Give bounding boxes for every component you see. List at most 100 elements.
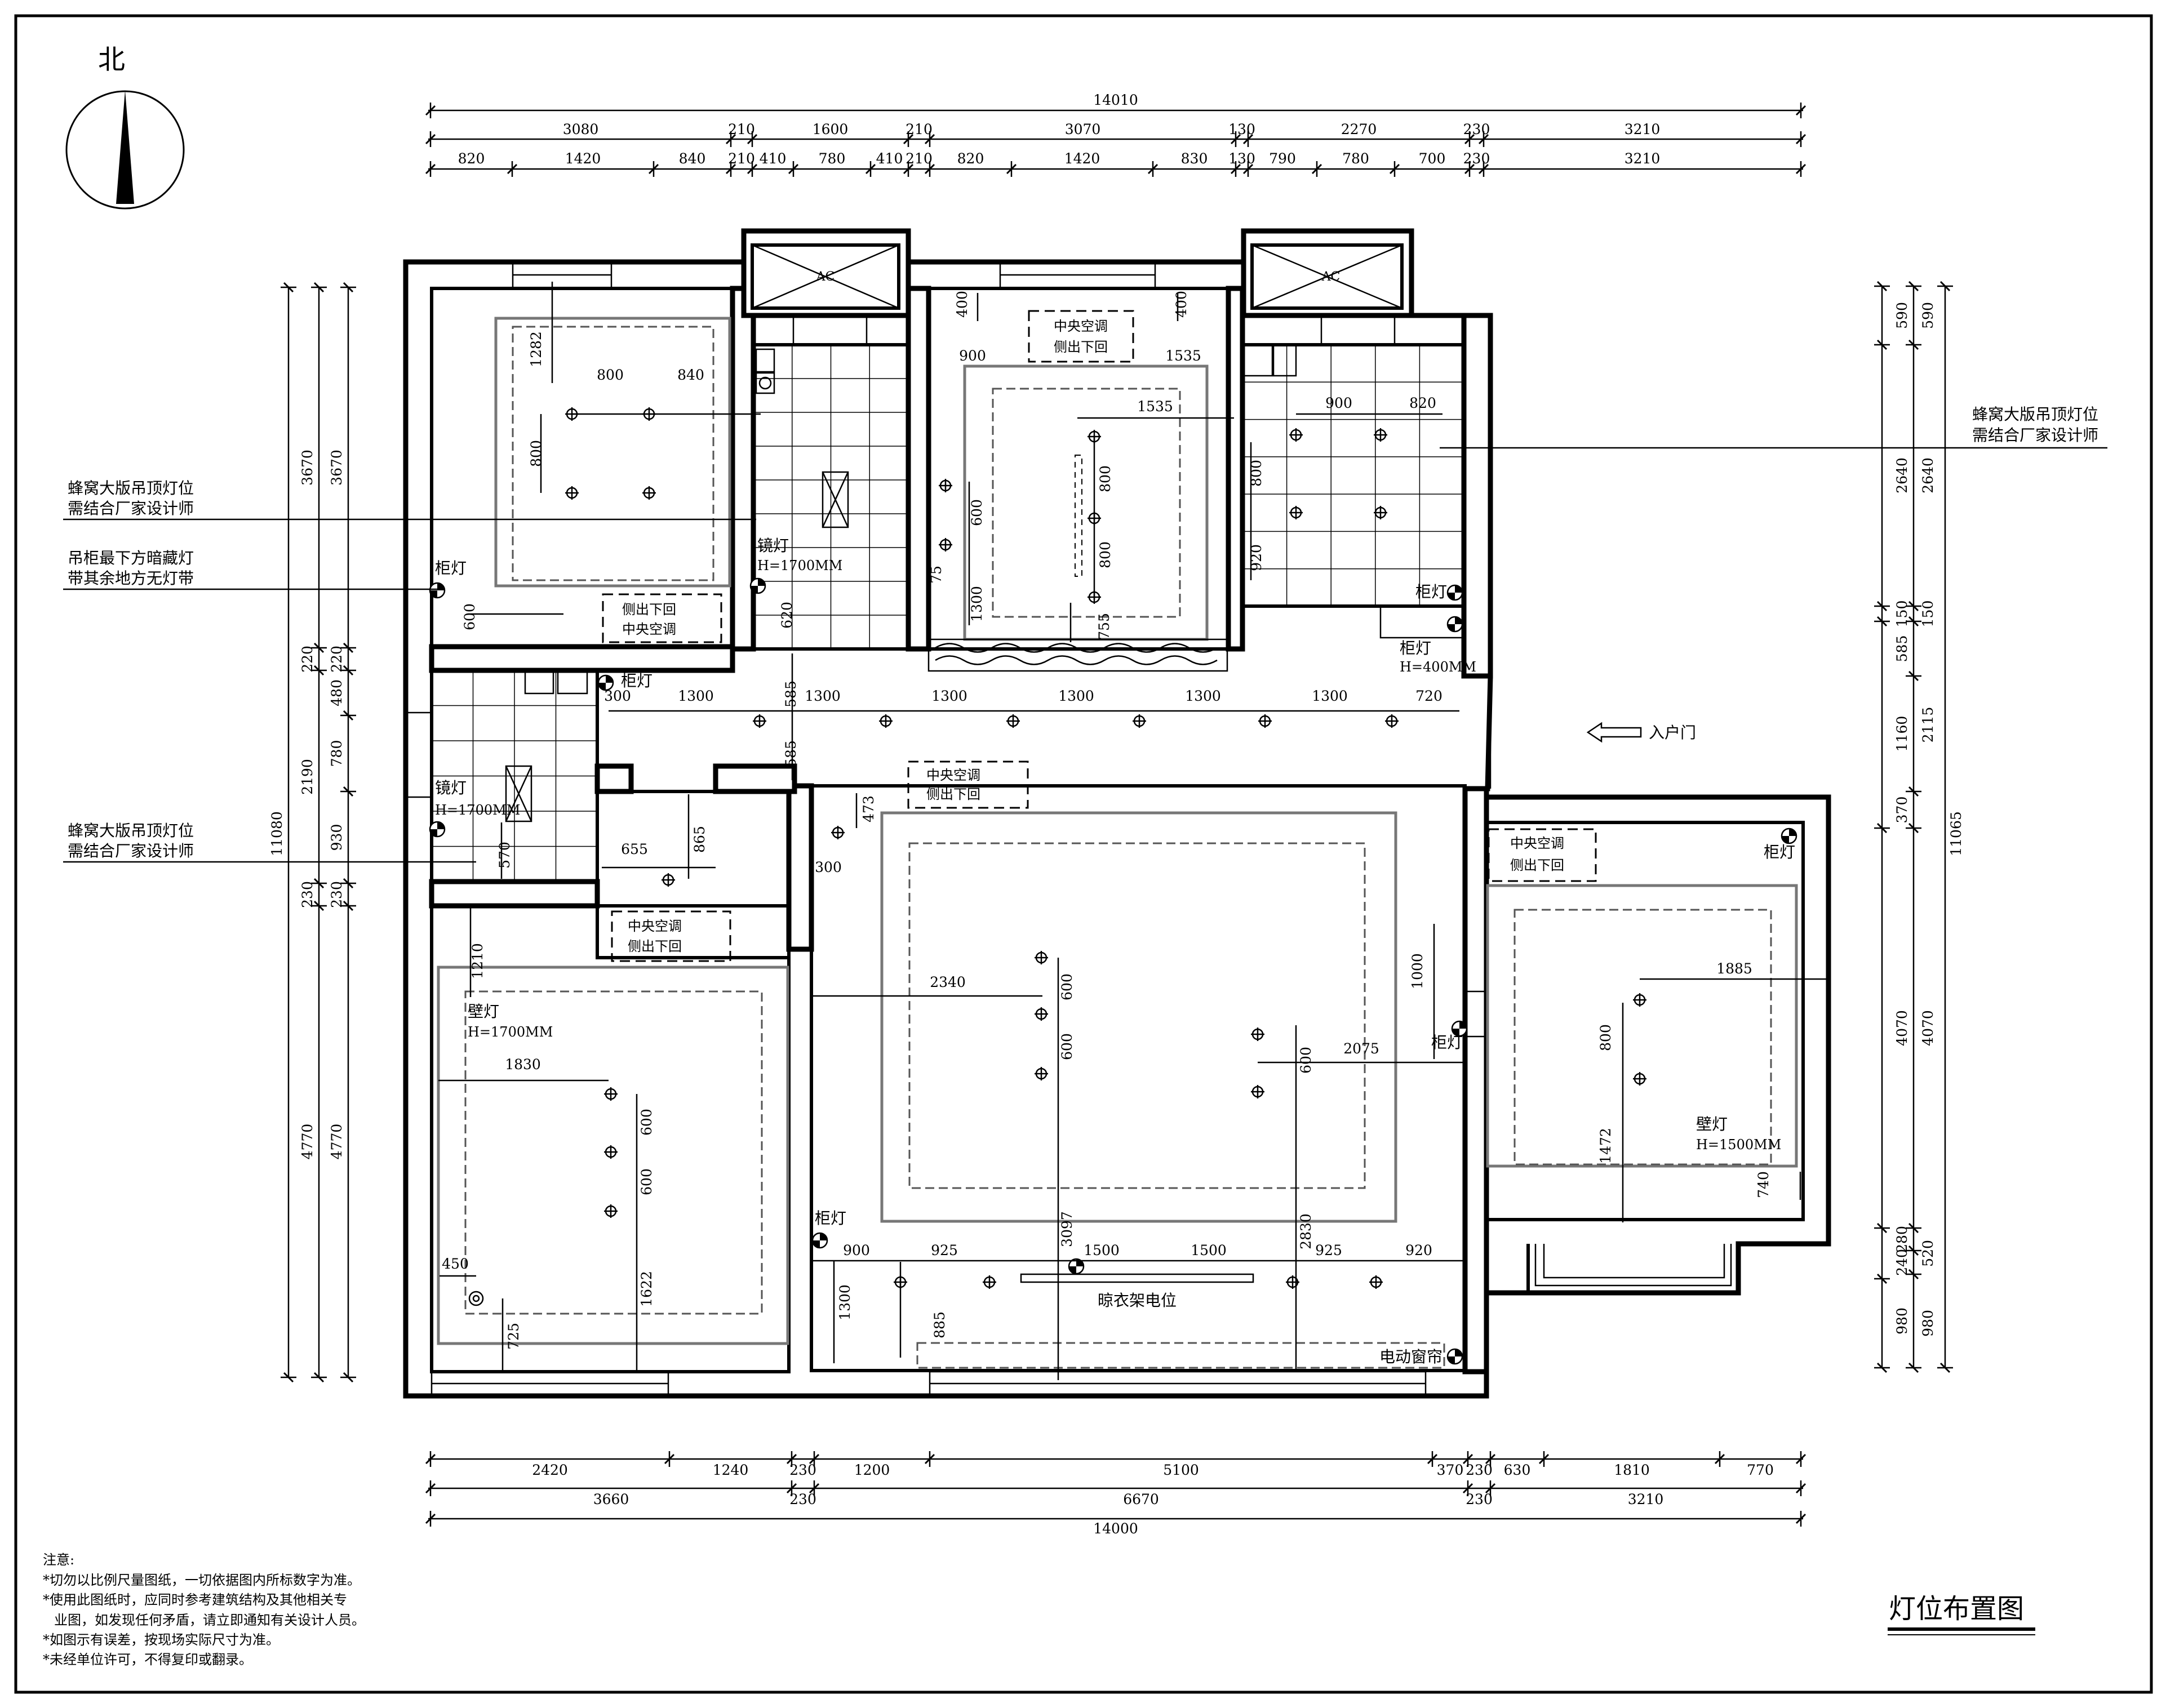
- dimension-text: 600: [1298, 1047, 1314, 1074]
- dimension-text: 230: [789, 1462, 816, 1478]
- dimension-text: 130: [1228, 150, 1255, 167]
- dimension-text: 840: [677, 367, 704, 383]
- dimension-text: 780: [819, 150, 846, 167]
- central-ac-box-right: 中央空调 侧出下回: [1488, 828, 1597, 882]
- dimension-text: 780: [1342, 150, 1369, 167]
- dimension-text: 400: [1173, 291, 1189, 318]
- dimension-text: 885: [931, 1311, 948, 1338]
- dimension-text: 1500: [1191, 1242, 1227, 1258]
- dimension-text: 1160: [1894, 716, 1910, 752]
- north-label: 北: [98, 44, 125, 75]
- dimension-text: 4070: [1894, 1010, 1910, 1046]
- downlight-icon: [662, 873, 675, 887]
- dimension-text: 900: [843, 1242, 870, 1258]
- dimension-text: 740: [1755, 1171, 1772, 1198]
- dimension-text: 1300: [931, 688, 967, 704]
- cabinet-light-label: 柜灯: [1764, 843, 1795, 861]
- cabinet-light-icon: [429, 582, 446, 599]
- dimension-text: 925: [1315, 1242, 1342, 1258]
- entrance-label: 入户门: [1649, 723, 1696, 742]
- cabinet-light-label: 柜灯: [435, 559, 467, 577]
- notes-block: 注意: *切勿以比例尺量图纸，一切依据图内所标数字为准。 *使用此图纸时，应同时…: [43, 1552, 365, 1667]
- drawing-title-text: 灯位布置图: [1889, 1593, 2024, 1625]
- dimension-text: 3070: [1065, 121, 1101, 137]
- dimension-text: 230: [1463, 150, 1490, 167]
- dimension-text: 900: [959, 348, 986, 364]
- central-ac-box-hall: 中央空调 侧出下回: [611, 910, 731, 962]
- wall-light-height-label: H=1500MM: [1696, 1137, 1781, 1153]
- dimension-text: 370: [1894, 797, 1910, 824]
- dimension-text: 725: [505, 1323, 522, 1350]
- downlight-icon: [1251, 1085, 1264, 1098]
- central-ac-text: 侧出下回: [622, 602, 676, 617]
- dimension-text: 230: [1463, 121, 1490, 137]
- dimension-text: 865: [691, 826, 708, 853]
- dimension-text: 300: [815, 859, 842, 875]
- dimension-text: 1535: [1137, 398, 1173, 415]
- dimension-text: 400: [954, 291, 970, 318]
- dimension-text: 570: [496, 842, 513, 869]
- cabinet-light-label: 柜灯: [1431, 1033, 1463, 1052]
- dimension-text: 840: [679, 150, 706, 167]
- downlight-icon: [604, 1145, 618, 1159]
- dimension-text: 800: [1097, 465, 1113, 492]
- dimension-text: 1622: [638, 1271, 655, 1307]
- central-ac-boxes: 中央空调 侧出下回 侧出下回 中央空调 中央空调 侧出下回 中央空调 侧出下回 …: [602, 310, 1597, 962]
- dimension-text: 1000: [1409, 953, 1426, 989]
- dimension-text: 980: [1894, 1307, 1910, 1335]
- central-ac-text: 中央空调: [926, 767, 980, 783]
- cabinet-light-label: 柜灯: [1400, 639, 1431, 657]
- dimension-text: 2830: [1298, 1213, 1314, 1249]
- dimension-text: 230: [1466, 1462, 1493, 1478]
- dimension-text: 1810: [1614, 1462, 1650, 1478]
- dimension-text: 800: [528, 440, 544, 467]
- central-ac-box-br1: 侧出下回 中央空调: [602, 593, 722, 643]
- central-ac-text: 侧出下回: [1510, 857, 1564, 873]
- ac-unit-left: AC: [751, 243, 900, 310]
- downlight-icon: [1035, 1007, 1048, 1021]
- cabinet-light-icon: [1446, 1348, 1463, 1365]
- dimension-text: 1885: [1716, 960, 1752, 977]
- dimension-text: 800: [1597, 1024, 1614, 1051]
- dimension-text: 230: [299, 881, 316, 908]
- dimension-text: 1830: [505, 1056, 541, 1073]
- downlight-icon: [604, 1204, 618, 1218]
- curtain-label: 电动窗帘: [1379, 1347, 1442, 1366]
- dimension-text: 210: [906, 150, 933, 167]
- dimension-text: 925: [931, 1242, 958, 1258]
- downlight-icon: [1035, 1067, 1048, 1080]
- downlight-icon: [1289, 428, 1303, 442]
- dimension-text: 3210: [1628, 1491, 1664, 1507]
- dimension-text: 2270: [1341, 121, 1377, 137]
- callout-text: 蜂窝大版吊顶灯位: [1972, 405, 2098, 424]
- dimension-text: 780: [329, 740, 345, 767]
- cabinet-light-icon: [1451, 1020, 1468, 1037]
- dimension-text: 4770: [329, 1124, 345, 1160]
- ac-label-right: AC: [1321, 270, 1341, 284]
- cabinet-light-label: 柜灯: [815, 1209, 846, 1227]
- cabinet-lights: [429, 577, 1797, 1365]
- dimension-text: 3670: [299, 450, 316, 486]
- dimension-text: 2190: [299, 759, 316, 795]
- central-ac-text: 侧出下回: [628, 938, 682, 954]
- central-ac-text: 侧出下回: [1054, 339, 1108, 355]
- dimension-text: 600: [1059, 1033, 1075, 1060]
- dimension-text: 6670: [1123, 1491, 1159, 1507]
- dimension-text: 2640: [1920, 457, 1936, 493]
- cabinet-light-icon: [597, 674, 614, 691]
- dimension-text: 220: [299, 646, 316, 673]
- downlight-icon: [1258, 714, 1272, 728]
- downlight-icon: [1385, 714, 1399, 728]
- central-ac-text: 中央空调: [628, 918, 682, 934]
- right-total-dim: 11065: [1948, 811, 1964, 856]
- notes-line: *使用此图纸时，应同时参考建筑结构及其他相关专: [43, 1592, 347, 1608]
- dimension-text: 600: [1059, 973, 1075, 1000]
- wall-light-height-label: H=1700MM: [468, 1024, 553, 1040]
- dimension-text: 3097: [1059, 1211, 1075, 1247]
- dimension-text: 600: [461, 603, 478, 630]
- callout-text: 需结合厂家设计师: [1972, 426, 2098, 444]
